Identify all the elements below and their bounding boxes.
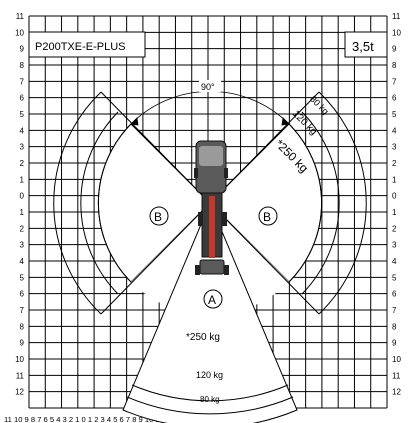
y-scale-label: 1 (20, 208, 25, 217)
y-scale-label: 3 (20, 143, 25, 152)
capacity-box (344, 31, 388, 58)
zone-b-left-marker (149, 206, 169, 226)
front-inner-load: *250 kg (186, 332, 220, 343)
zone-b-left-label: B (154, 210, 162, 224)
y-scale-label: 1 (20, 175, 25, 184)
y-scale-label: 5 (20, 273, 25, 282)
y-scale-label: 9 (392, 45, 397, 54)
y-scale-label: 3 (20, 241, 25, 250)
y-scale-label: 7 (392, 77, 397, 86)
front-outer-load: 80 kg (200, 395, 220, 404)
y-scale-label: 7 (20, 77, 25, 86)
y-scale-label: 6 (20, 290, 25, 299)
y-scale-label: 12 (392, 388, 401, 397)
y-scale-label: 3 (392, 143, 397, 152)
y-scale-label: 9 (20, 339, 25, 348)
front-middle-load: 120 kg (196, 370, 223, 380)
y-scale-label: 8 (20, 322, 25, 331)
y-scale-label: 8 (392, 61, 397, 70)
x-scale: 11 10 9 8 7 6 5 4 3 2 1 0 1 2 3 4 5 6 7 … (4, 415, 163, 423)
y-scale-label: 2 (20, 159, 25, 168)
y-scale-label: 5 (392, 110, 397, 119)
capacity-label: 3,5t (352, 39, 374, 54)
y-scale-label: 11 (16, 371, 25, 380)
y-scale-label: 4 (392, 126, 397, 135)
y-scale-label: 11 (392, 12, 401, 21)
model-title: P200TXE-E-PLUS (35, 41, 125, 53)
y-scale-label: 0 (392, 192, 397, 201)
y-scale-label: 10 (15, 28, 24, 37)
angle-label: 90° (201, 82, 215, 92)
model-title-box (28, 31, 146, 58)
y-scale-label: 5 (20, 110, 25, 119)
y-scale-label: 3 (392, 241, 397, 250)
y-scale-label: 4 (20, 257, 25, 266)
y-scale-label: 2 (392, 224, 397, 233)
y-scale-label: 10 (392, 355, 401, 364)
zone-b-right-label: B (263, 210, 271, 224)
y-scale-label: 4 (20, 126, 25, 135)
y-scale-label: 6 (392, 94, 397, 103)
y-scale-label: 10 (15, 355, 24, 364)
zone-a-label: A (208, 293, 216, 307)
y-scale-label: 2 (392, 159, 397, 168)
y-scale-label: 8 (20, 61, 25, 70)
y-scale-label: 12 (15, 388, 24, 397)
y-scale-label: 7 (392, 306, 397, 315)
zone-a-marker (203, 289, 223, 309)
y-scale-label: 11 (16, 12, 25, 21)
y-scale-label: 5 (392, 273, 397, 282)
y-scale-label: 7 (20, 306, 25, 315)
y-scale-label: 6 (20, 94, 25, 103)
y-scale-label: 1 (392, 208, 397, 217)
angle-indicator (130, 90, 290, 126)
y-scale-label: 9 (20, 45, 25, 54)
vehicle-top-view (194, 140, 229, 275)
y-scale-label: 2 (20, 224, 25, 233)
y-scale-label: 9 (392, 339, 397, 348)
y-scale-label: 4 (392, 257, 397, 266)
y-scale-label: 10 (392, 28, 401, 37)
y-scale-label: 1 (392, 175, 397, 184)
zone-markers: B B A (149, 206, 278, 309)
y-scale-label: 8 (392, 322, 397, 331)
y-scale-label: 6 (392, 290, 397, 299)
zone-b-right-marker (258, 206, 278, 226)
y-scale-label: 0 (20, 192, 25, 201)
range-arcs (53, 91, 367, 415)
y-scale-label: 11 (392, 371, 401, 380)
